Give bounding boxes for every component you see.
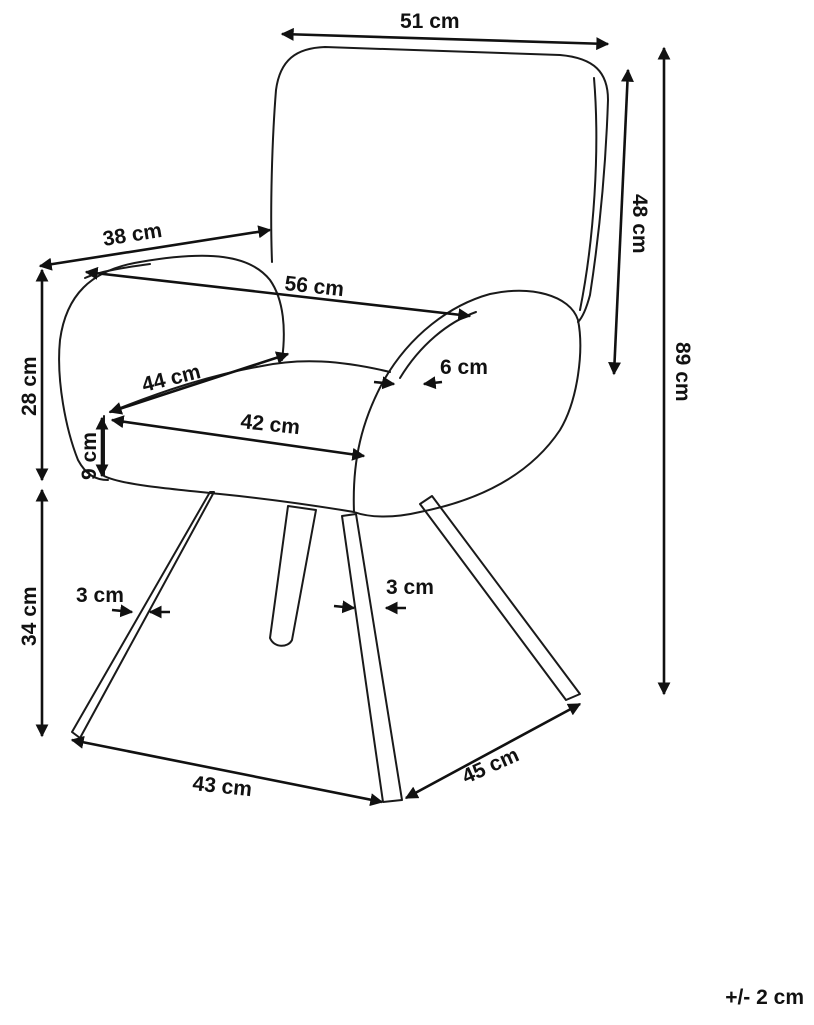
dim-line-arm-depth bbox=[38, 225, 272, 271]
dim-line-base-width bbox=[70, 735, 384, 807]
dim-line-front-leg-a bbox=[111, 604, 134, 618]
leg-front-left bbox=[71, 491, 215, 739]
dimension-labels: 51 cm 48 cm 89 cm 38 cm 56 cm 28 cm 44 c… bbox=[18, 10, 694, 801]
label-seat-width: 42 cm bbox=[239, 410, 301, 439]
dim-line-seat-width bbox=[110, 415, 366, 461]
dimension-lines bbox=[35, 27, 671, 807]
label-arm-depth: 38 cm bbox=[101, 219, 163, 251]
seat-front bbox=[103, 415, 355, 513]
dim-line-arm-thickness-a bbox=[373, 376, 396, 390]
dim-line-arm-thickness-b bbox=[422, 376, 443, 390]
backrest bbox=[270, 46, 609, 323]
label-arm-height: 28 cm bbox=[18, 356, 41, 416]
dim-line-back-height bbox=[608, 68, 634, 376]
label-base-width: 43 cm bbox=[191, 772, 253, 801]
label-seat-thickness: 9 cm bbox=[78, 432, 101, 480]
label-base-depth: 45 cm bbox=[459, 743, 523, 788]
dim-line-back-width bbox=[280, 27, 610, 51]
label-back-width: 51 cm bbox=[400, 10, 460, 33]
label-back-height: 48 cm bbox=[628, 194, 651, 254]
right-armrest bbox=[352, 289, 582, 518]
dim-line-overall-width bbox=[84, 266, 472, 322]
tolerance-note: +/- 2 cm bbox=[725, 986, 804, 1009]
leg-front-right bbox=[341, 513, 403, 803]
label-rear-leg-thickness: 3 cm bbox=[386, 576, 434, 599]
leg-rear-left bbox=[269, 505, 317, 647]
backrest-edge bbox=[579, 77, 598, 311]
label-leg-height: 34 cm bbox=[18, 586, 41, 646]
leg-rear-right bbox=[419, 495, 581, 701]
label-arm-thickness: 6 cm bbox=[440, 356, 488, 379]
label-total-height: 89 cm bbox=[671, 342, 694, 402]
dim-line-rear-leg-a bbox=[333, 600, 356, 614]
dim-line-base-depth bbox=[404, 702, 582, 800]
label-front-leg-thickness: 3 cm bbox=[76, 584, 124, 607]
dim-line-seat-depth bbox=[108, 351, 290, 415]
